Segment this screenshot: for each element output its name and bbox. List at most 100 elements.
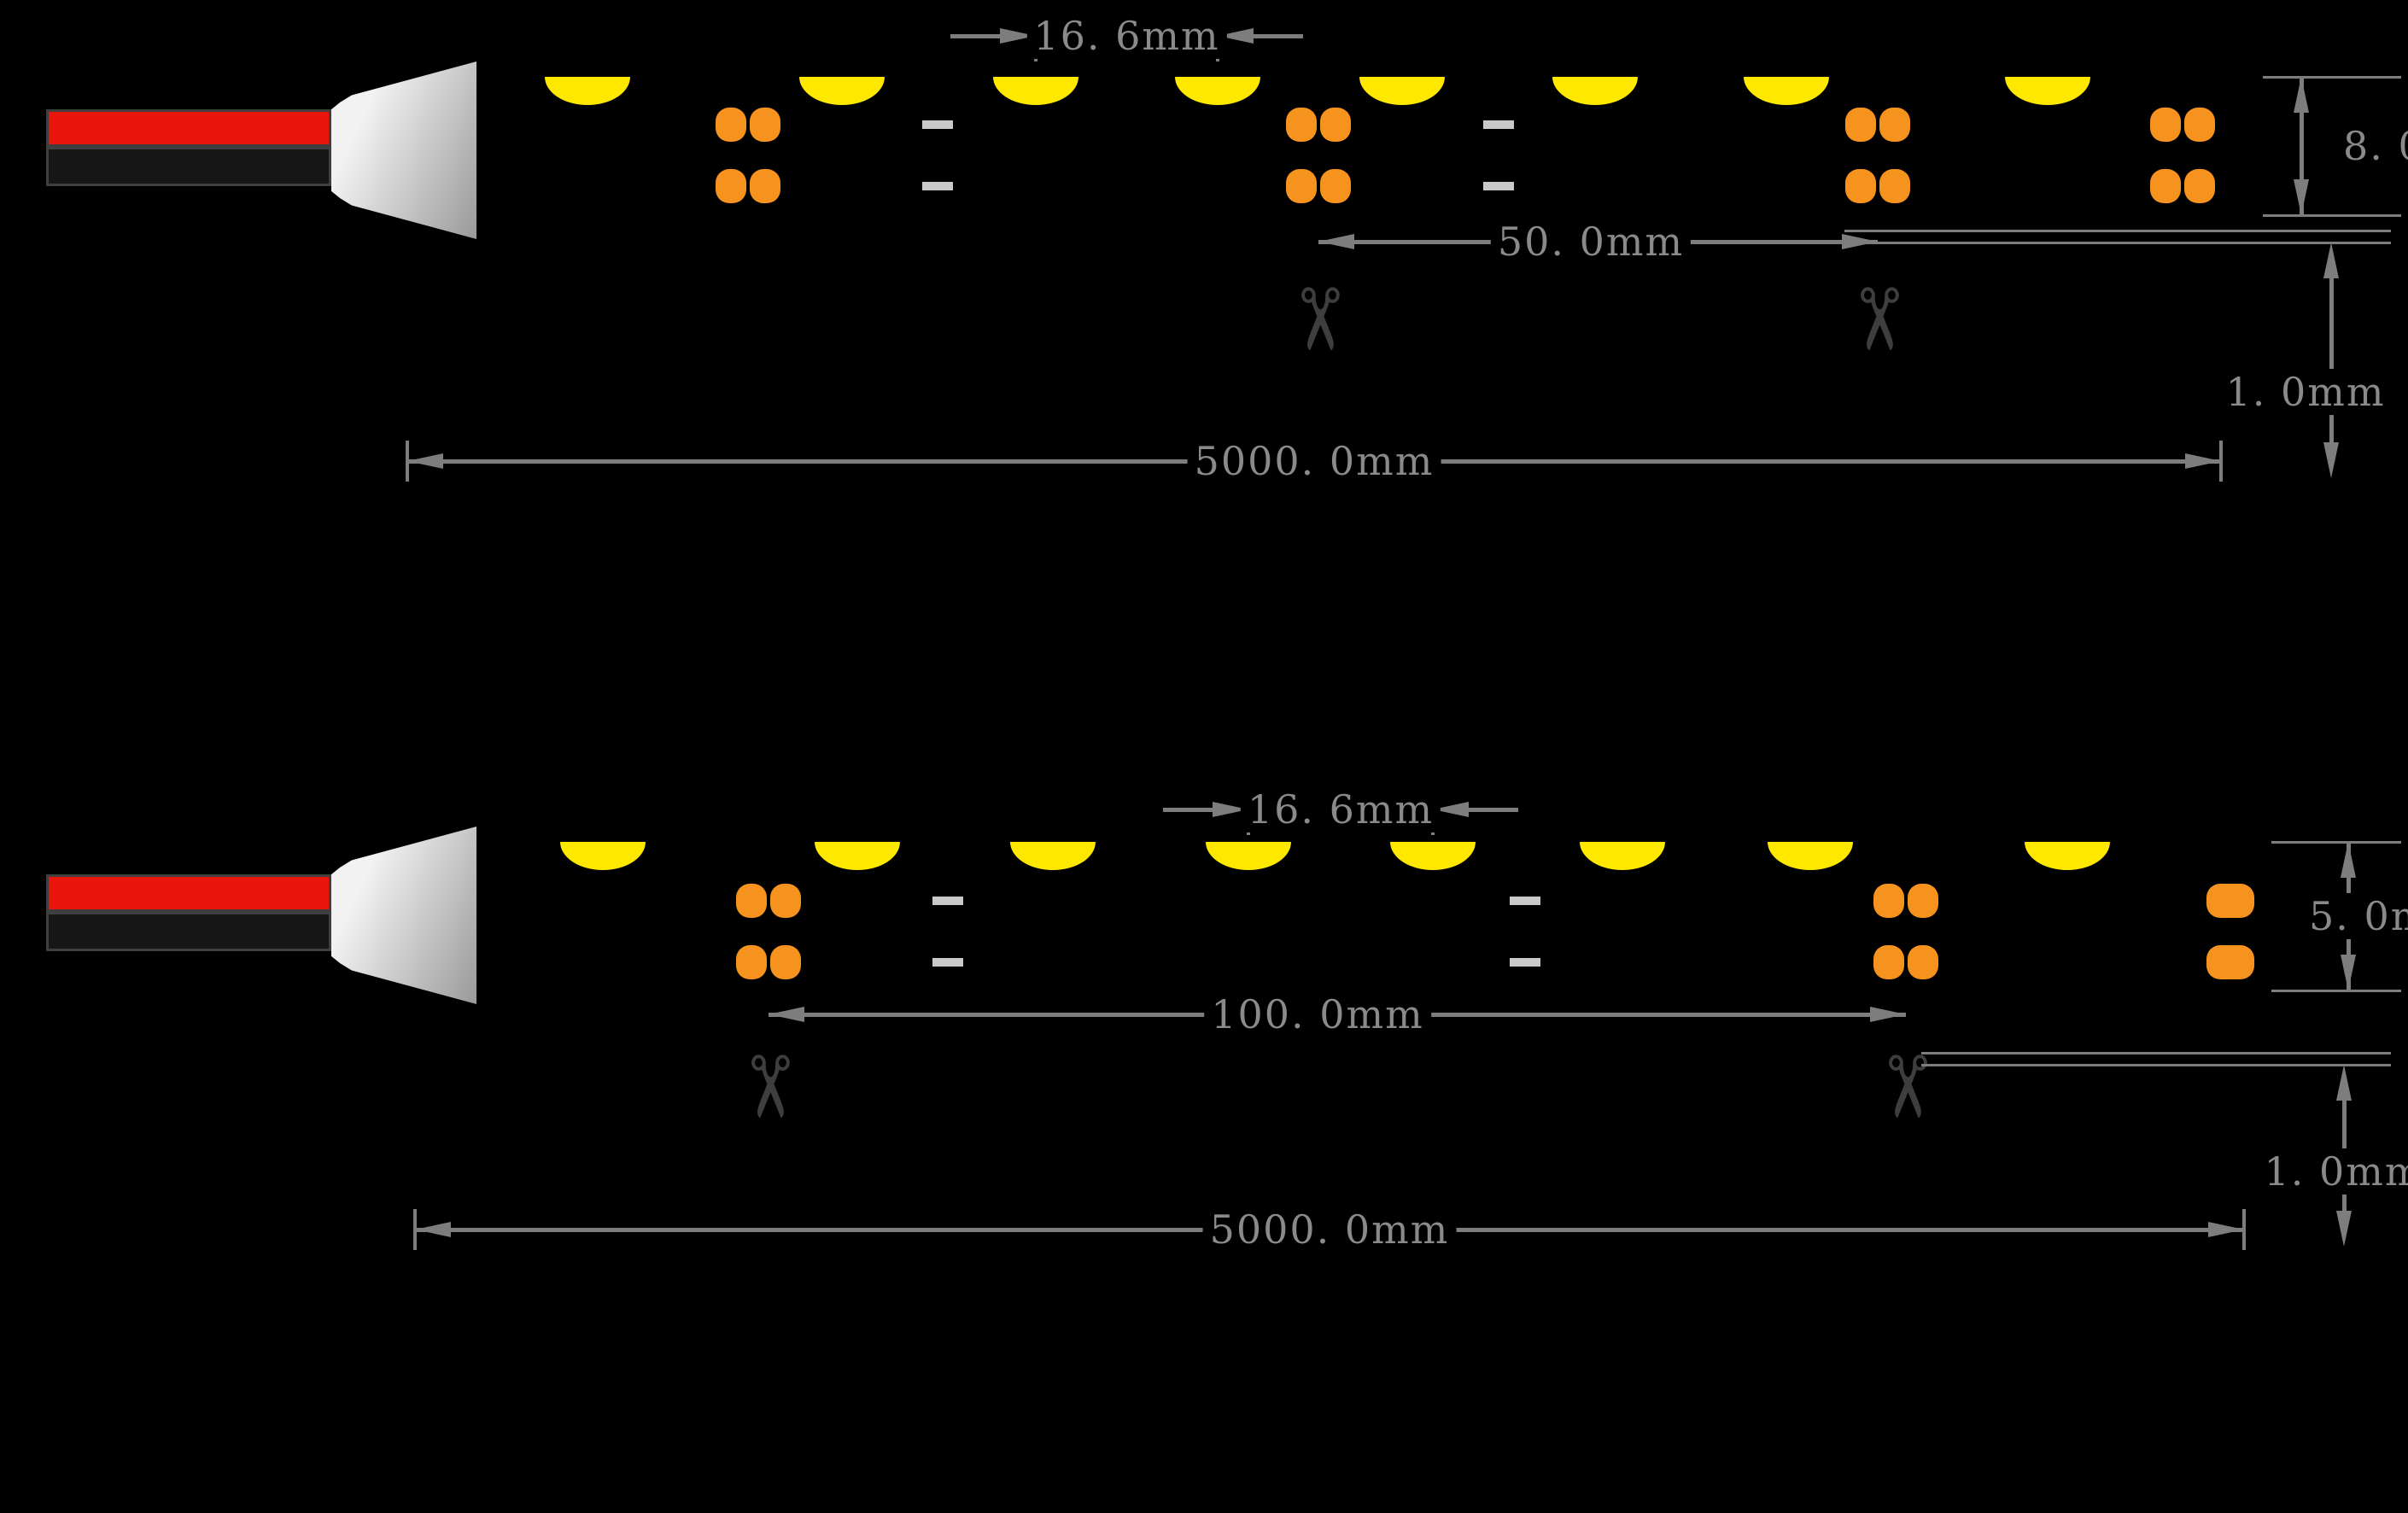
solder-pad [1879, 108, 1910, 142]
resistor-mark [932, 897, 963, 905]
scissors-icon: ✂ [1856, 1051, 1956, 1123]
scissors-icon: ✂ [1828, 283, 1928, 355]
wire-red [46, 109, 331, 147]
dimension-arrow [2341, 955, 2356, 990]
resistor-mark [1510, 958, 1540, 967]
leader-line [1921, 1051, 2391, 1054]
resistor-mark [1483, 182, 1514, 190]
led-dome [1175, 77, 1260, 105]
led-dome [1206, 842, 1291, 870]
solder-pad [1908, 884, 1938, 918]
solder-pad [1845, 169, 1876, 203]
solder-pad [2184, 169, 2215, 203]
solder-pad [1873, 945, 1904, 979]
led-dome [545, 77, 630, 105]
leader-line [2263, 75, 2401, 79]
dimension-arrow [2323, 442, 2339, 478]
dimension-arrow [769, 1007, 804, 1022]
led-dome [1359, 77, 1445, 105]
solder-pad [2206, 884, 2254, 918]
solder-pad [1286, 108, 1317, 142]
dimension-arrow [2294, 179, 2309, 215]
dimension-arrow [1213, 802, 1248, 817]
led-dome [1580, 842, 1665, 870]
solder-pad [1908, 945, 1938, 979]
dimension-arrow [407, 453, 443, 469]
dimension-line [2329, 275, 2334, 447]
leader-line [1844, 229, 2391, 232]
solder-pad [2206, 945, 2254, 979]
solder-pad [2150, 108, 2181, 142]
dimension-arrow [1433, 802, 1469, 817]
solder-pad [1879, 169, 1910, 203]
leader-line [1844, 241, 2391, 244]
dimension-label: 16. 6mm [1240, 786, 1441, 832]
dimension-label: 5. 0mm [2302, 893, 2408, 939]
scissors-icon: ✂ [719, 1051, 819, 1123]
leader-line [2271, 840, 2401, 844]
wire-black [46, 912, 331, 951]
solder-pad [1873, 884, 1904, 918]
led-dome [1768, 842, 1853, 870]
dimension-arrow [415, 1222, 451, 1237]
wire-red [46, 874, 331, 912]
solder-pad [750, 169, 780, 203]
solder-pad [1320, 108, 1351, 142]
dimension-arrow [2294, 77, 2309, 113]
dimension-label: 5000. 0mm [1202, 1206, 1457, 1253]
solder-pad [770, 945, 801, 979]
leader-line [2263, 213, 2401, 217]
leader-line [2271, 989, 2401, 992]
solder-pad [716, 108, 746, 142]
solder-pad [736, 945, 767, 979]
connector [331, 61, 476, 239]
dimension-line [2299, 77, 2304, 215]
dimension-arrow [2208, 1222, 2244, 1237]
dimension-arrow [2336, 1065, 2352, 1101]
wire-black [46, 147, 331, 186]
led-dome [1744, 77, 1829, 105]
led-dome [815, 842, 900, 870]
extension-line [2242, 1209, 2246, 1250]
solder-pad [2184, 108, 2215, 142]
resistor-mark [932, 958, 963, 967]
solder-pad [750, 108, 780, 142]
dimension-label: 8. 0mm [2336, 123, 2408, 169]
resistor-mark [1510, 897, 1540, 905]
leader-line [1921, 1063, 2391, 1066]
led-dome [1390, 842, 1476, 870]
led-dome [560, 842, 646, 870]
dimension-arrow [2341, 842, 2356, 878]
dimension-label: 50. 0mm [1490, 219, 1692, 265]
dimension-label: 100. 0mm [1204, 991, 1431, 1037]
connector [331, 827, 476, 1004]
solder-pad [1286, 169, 1317, 203]
led-dome [2025, 842, 2110, 870]
dimension-arrow [2323, 242, 2339, 278]
dimension-label: 5000. 0mm [1187, 438, 1441, 484]
solder-pad [736, 884, 767, 918]
scissors-icon: ✂ [1269, 283, 1369, 355]
extension-line [2219, 441, 2223, 482]
led-dome [993, 77, 1078, 105]
led-dome [1010, 842, 1096, 870]
dimension-label: 16. 6mm [1026, 13, 1227, 59]
dimension-arrow [1318, 234, 1354, 249]
dimension-label: 1. 0mm [2257, 1148, 2408, 1195]
solder-pad [1320, 169, 1351, 203]
resistor-mark [922, 182, 953, 190]
led-dome [799, 77, 885, 105]
led-dome [2005, 77, 2090, 105]
dimension-line [1250, 33, 1303, 38]
dimension-arrow [1870, 1007, 1906, 1022]
dimension-arrow [2336, 1211, 2352, 1247]
dimension-label: 1. 0mm [2218, 369, 2393, 415]
solder-pad [770, 884, 801, 918]
solder-pad [716, 169, 746, 203]
led-dome [1552, 77, 1638, 105]
dimension-line [950, 33, 1003, 38]
solder-pad [1845, 108, 1876, 142]
solder-pad [2150, 169, 2181, 203]
resistor-mark [1483, 120, 1514, 129]
